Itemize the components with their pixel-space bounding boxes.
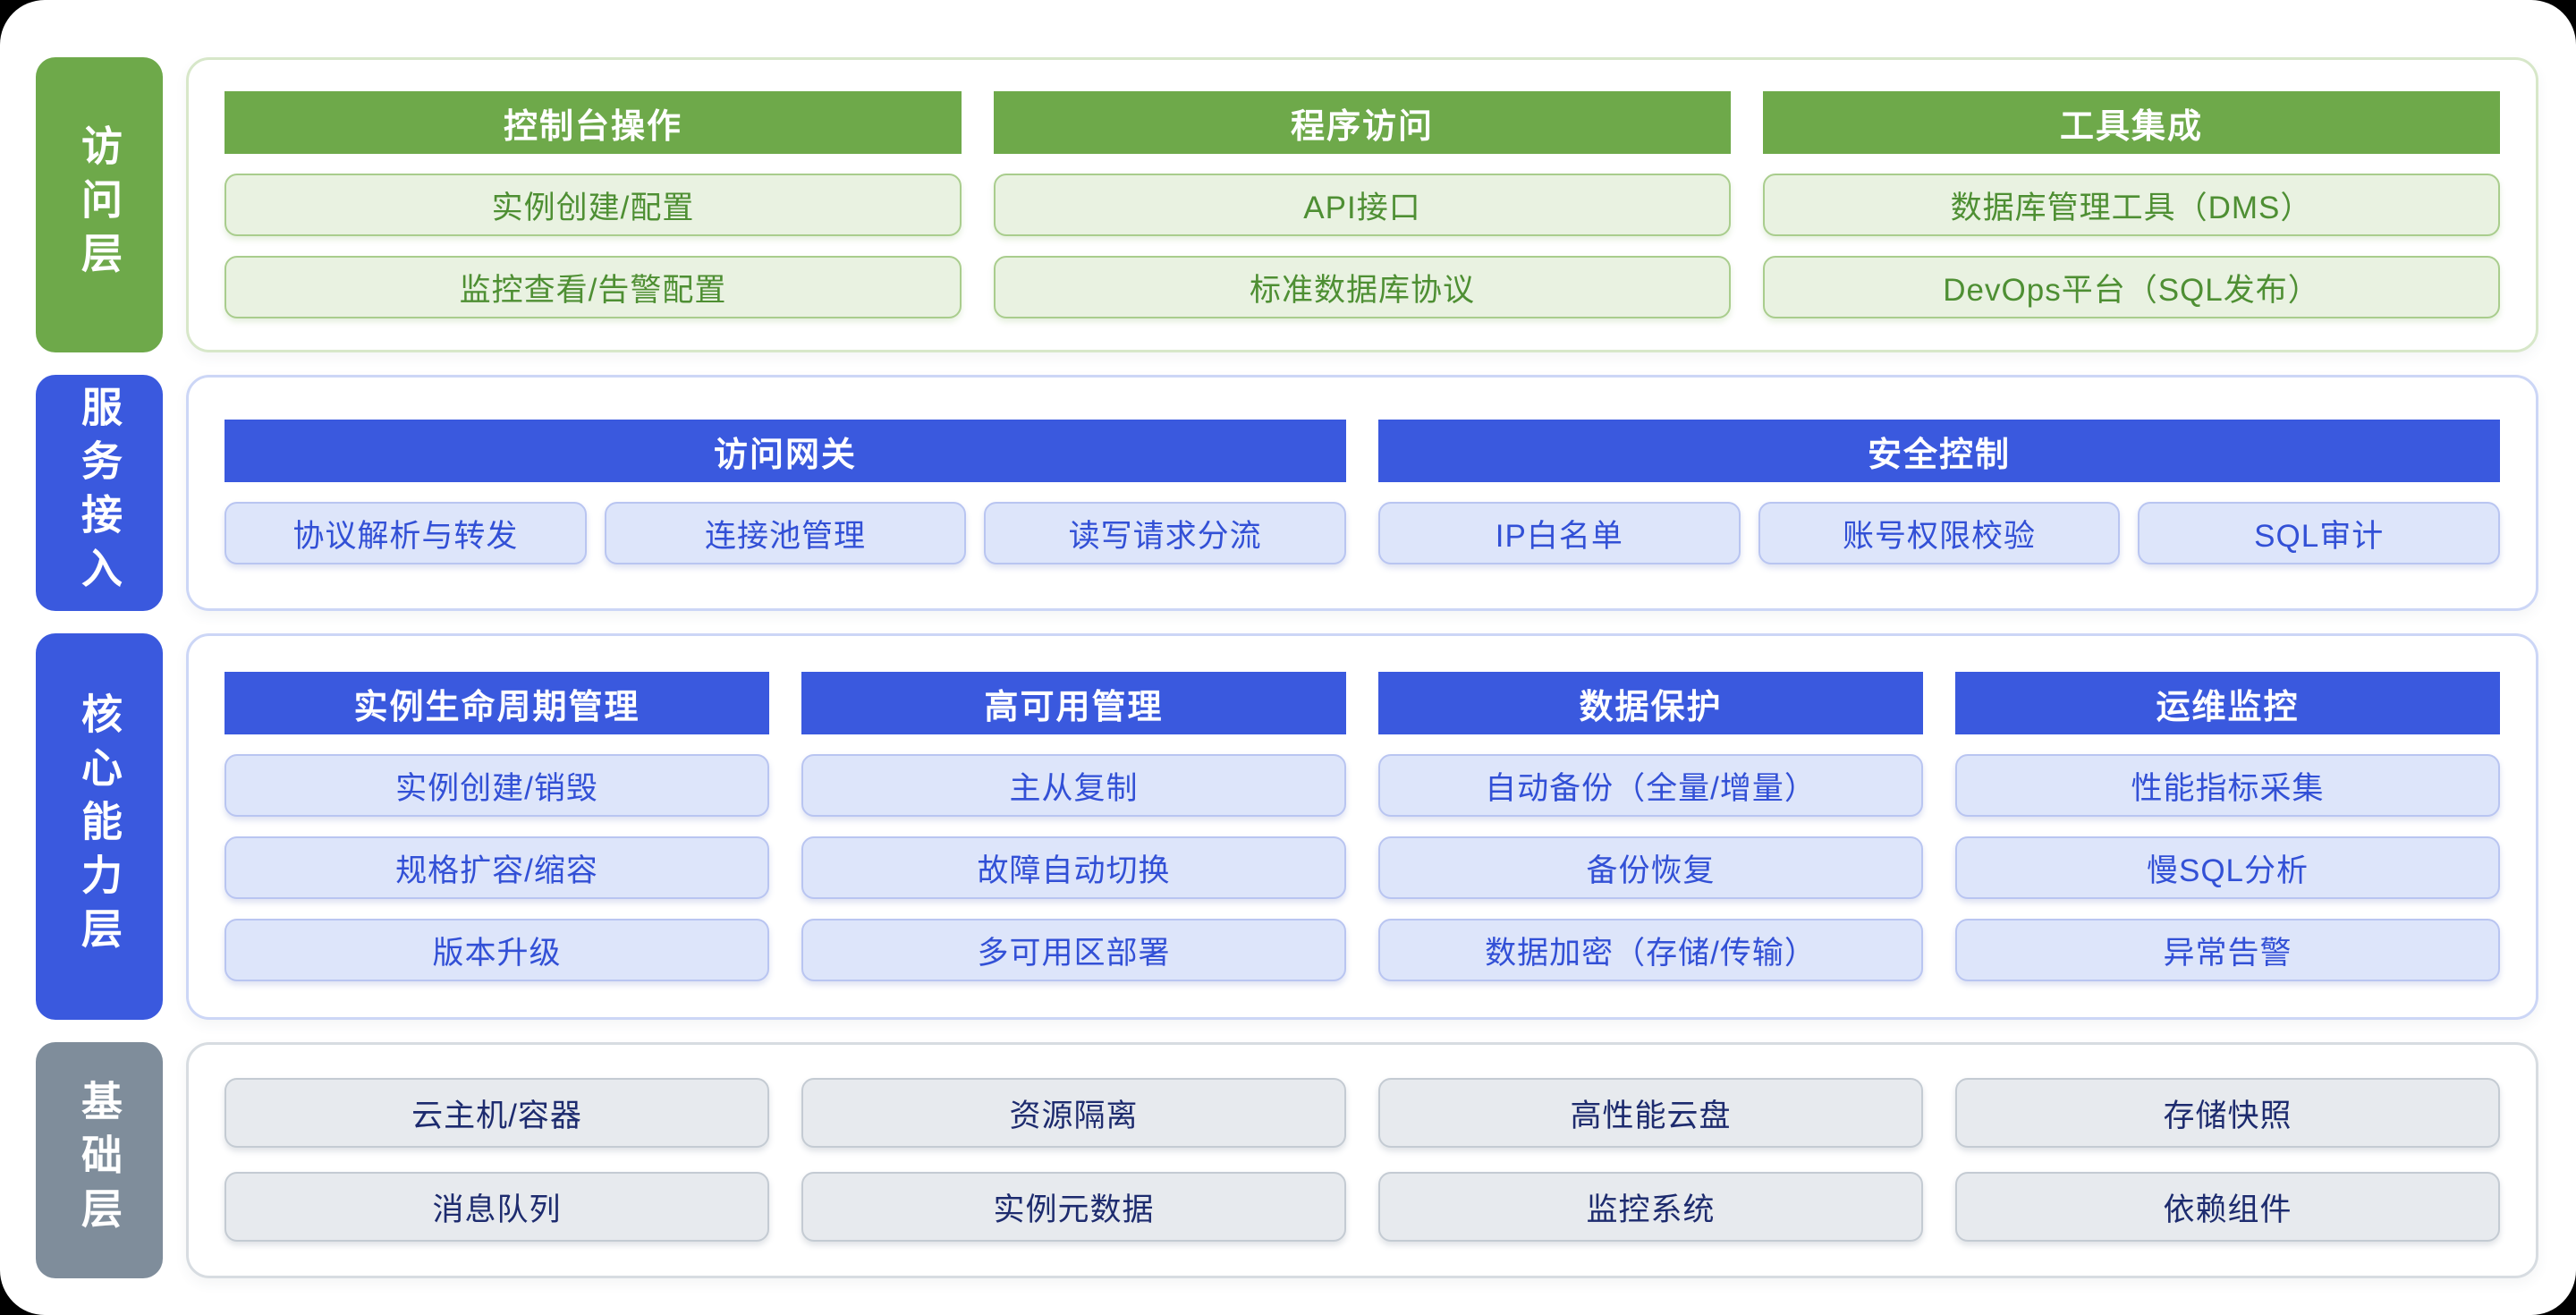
item-instance-create-config: 实例创建/配置	[225, 174, 962, 236]
item-instance-create-destroy: 实例创建/销毁	[225, 754, 769, 817]
sidebar-label-service-access: 服务接入	[76, 386, 123, 600]
layer-row-core: 核心能力层 实例生命周期管理 实例创建/销毁 规格扩容/缩容 版本升级 高可用管…	[36, 633, 2538, 1020]
column-tool-integration: 工具集成 数据库管理工具（DMS） DevOps平台（SQL发布）	[1763, 91, 2500, 318]
panel-access: 控制台操作 实例创建/配置 监控查看/告警配置 程序访问 API接口 标准数据库…	[186, 57, 2538, 352]
item-backup-restore: 备份恢复	[1378, 836, 1923, 899]
column-gateway: 访问网关 协议解析与转发 连接池管理 读写请求分流	[225, 420, 1347, 566]
sidebar-access-layer: 访问层	[36, 57, 163, 352]
core-columns: 实例生命周期管理 实例创建/销毁 规格扩容/缩容 版本升级 高可用管理 主从复制…	[189, 636, 2536, 1017]
item-protocol-parse-forward: 协议解析与转发	[225, 502, 587, 564]
column-high-availability: 高可用管理 主从复制 故障自动切换 多可用区部署	[801, 672, 1346, 981]
panel-infra: 云主机/容器 资源隔离 高性能云盘 存储快照 消息队列 实例元数据 监控系统 依…	[186, 1042, 2538, 1278]
item-multi-az-deploy: 多可用区部署	[801, 919, 1346, 981]
item-devops-platform: DevOps平台（SQL发布）	[1763, 256, 2500, 318]
item-monitor-alert-config: 监控查看/告警配置	[225, 256, 962, 318]
item-ip-whitelist: IP白名单	[1378, 502, 1741, 564]
item-auto-failover: 故障自动切换	[801, 836, 1346, 899]
item-sql-audit: SQL审计	[2138, 502, 2501, 564]
item-read-write-split: 读写请求分流	[984, 502, 1347, 564]
column-data-protection: 数据保护 自动备份（全量/增量） 备份恢复 数据加密（存储/传输）	[1378, 672, 1923, 981]
diagram-content: 访问层 控制台操作 实例创建/配置 监控查看/告警配置 程序访问 API接口 标…	[36, 57, 2538, 1278]
sidebar-label-core-capability: 核心能力层	[76, 692, 123, 961]
item-high-perf-cloud-disk: 高性能云盘	[1378, 1078, 1923, 1148]
item-master-slave-replication: 主从复制	[801, 754, 1346, 817]
sidebar-core-capability: 核心能力层	[36, 633, 163, 1020]
item-dependency-components: 依赖组件	[1955, 1172, 2500, 1242]
gateway-items: 协议解析与转发 连接池管理 读写请求分流	[225, 502, 1347, 564]
column-header-data-protection: 数据保护	[1378, 672, 1923, 734]
item-storage-snapshot: 存储快照	[1955, 1078, 2500, 1148]
sidebar-label-access: 访问层	[76, 124, 123, 285]
infra-grid: 云主机/容器 资源隔离 高性能云盘 存储快照 消息队列 实例元数据 监控系统 依…	[189, 1045, 2536, 1276]
sidebar-service-access: 服务接入	[36, 375, 163, 611]
item-resource-isolation: 资源隔离	[801, 1078, 1346, 1148]
column-header-high-availability: 高可用管理	[801, 672, 1346, 734]
item-data-encryption: 数据加密（存储/传输）	[1378, 919, 1923, 981]
column-header-ops-monitoring: 运维监控	[1955, 672, 2500, 734]
item-auto-backup: 自动备份（全量/增量）	[1378, 754, 1923, 817]
column-header-tool-integration: 工具集成	[1763, 91, 2500, 154]
item-message-queue: 消息队列	[225, 1172, 769, 1242]
layer-row-infra: 基础层 云主机/容器 资源隔离 高性能云盘 存储快照 消息队列 实例元数据 监控…	[36, 1042, 2538, 1278]
service-columns: 访问网关 协议解析与转发 连接池管理 读写请求分流 安全控制 IP白名单	[189, 378, 2536, 608]
column-console: 控制台操作 实例创建/配置 监控查看/告警配置	[225, 91, 962, 318]
panel-service-access: 访问网关 协议解析与转发 连接池管理 读写请求分流 安全控制 IP白名单	[186, 375, 2538, 611]
item-anomaly-alert: 异常告警	[1955, 919, 2500, 981]
column-header-program-access: 程序访问	[994, 91, 1731, 154]
item-api: API接口	[994, 174, 1731, 236]
column-header-console: 控制台操作	[225, 91, 962, 154]
item-perf-metric-collection: 性能指标采集	[1955, 754, 2500, 817]
item-account-permission-check: 账号权限校验	[1758, 502, 2121, 564]
item-cloud-host-container: 云主机/容器	[225, 1078, 769, 1148]
item-standard-db-protocol: 标准数据库协议	[994, 256, 1731, 318]
column-lifecycle: 实例生命周期管理 实例创建/销毁 规格扩容/缩容 版本升级	[225, 672, 769, 981]
item-scale-up-down: 规格扩容/缩容	[225, 836, 769, 899]
layer-row-access: 访问层 控制台操作 实例创建/配置 监控查看/告警配置 程序访问 API接口 标…	[36, 57, 2538, 352]
item-instance-metadata: 实例元数据	[801, 1172, 1346, 1242]
sidebar-infra-layer: 基础层	[36, 1042, 163, 1278]
item-dms: 数据库管理工具（DMS）	[1763, 174, 2500, 236]
item-connection-pool: 连接池管理	[604, 502, 967, 564]
item-version-upgrade: 版本升级	[225, 919, 769, 981]
item-slow-sql-analysis: 慢SQL分析	[1955, 836, 2500, 899]
item-monitoring-system: 监控系统	[1378, 1172, 1923, 1242]
column-program-access: 程序访问 API接口 标准数据库协议	[994, 91, 1731, 318]
column-header-security-control: 安全控制	[1378, 420, 2500, 482]
column-security-control: 安全控制 IP白名单 账号权限校验 SQL审计	[1378, 420, 2501, 566]
column-header-gateway: 访问网关	[225, 420, 1346, 482]
sidebar-label-infra: 基础层	[76, 1080, 123, 1241]
column-ops-monitoring: 运维监控 性能指标采集 慢SQL分析 异常告警	[1955, 672, 2500, 981]
security-items: IP白名单 账号权限校验 SQL审计	[1378, 502, 2501, 564]
access-columns: 控制台操作 实例创建/配置 监控查看/告警配置 程序访问 API接口 标准数据库…	[189, 60, 2536, 350]
layer-row-service-access: 服务接入 访问网关 协议解析与转发 连接池管理 读写请求分流	[36, 375, 2538, 611]
column-header-lifecycle: 实例生命周期管理	[225, 672, 769, 734]
panel-core-capability: 实例生命周期管理 实例创建/销毁 规格扩容/缩容 版本升级 高可用管理 主从复制…	[186, 633, 2538, 1020]
